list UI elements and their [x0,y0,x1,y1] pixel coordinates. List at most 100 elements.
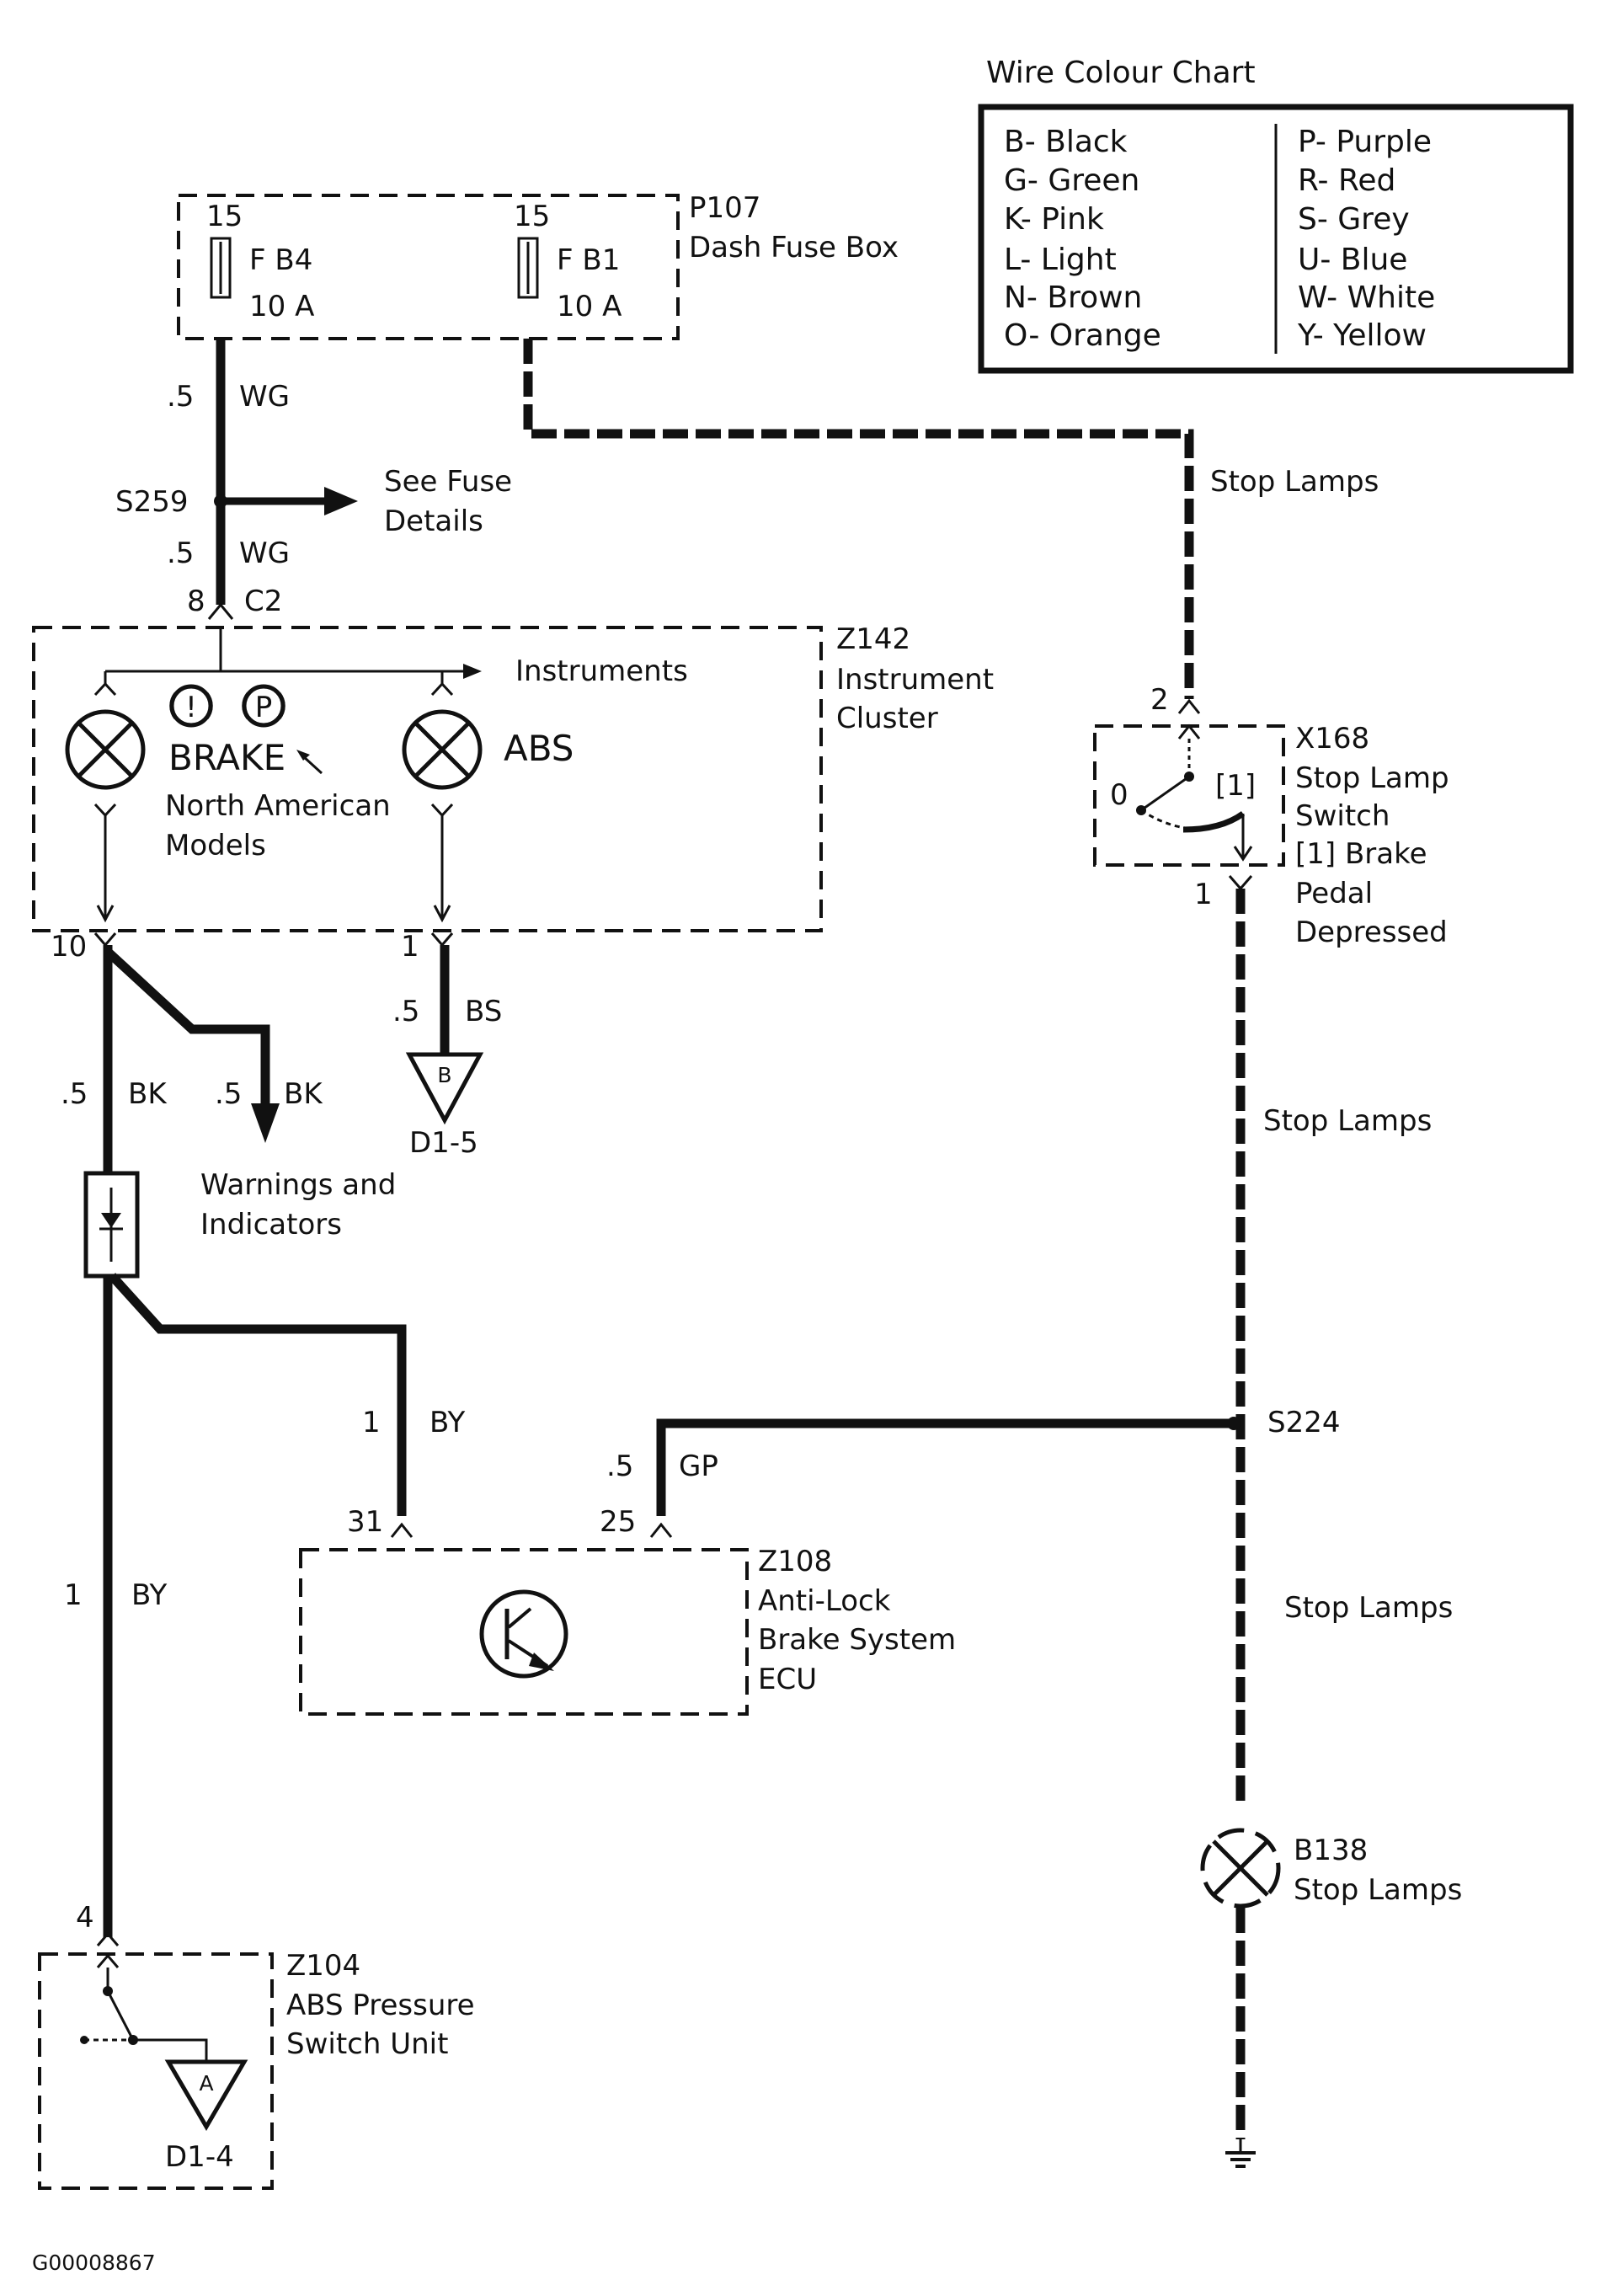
wire-colour: WG [239,380,290,414]
legend-entry: L- Light [1004,243,1117,277]
switch-contact-icon [106,1990,135,2041]
pin-label: 1 [401,930,419,964]
instrument-cluster: Z142 Instrument Cluster Instruments ! P [32,622,994,932]
ecu-outline [299,1548,749,1716]
cluster-name: Cluster [836,702,938,735]
instruments-label: Instruments [515,654,688,688]
legend-entry: O- Orange [1004,318,1161,353]
wire-colour: BK [128,1077,168,1111]
wire-size: .5 [167,380,194,414]
switch-contact-icon [1140,775,1190,812]
wire-colour: BY [131,1578,167,1612]
wire-colour: WG [239,537,290,570]
dash-fuse-box: 15 15 F B4 10 A F B1 10 A P107 Dash Fuse… [177,191,899,340]
legend-entry: G- Green [1004,163,1139,198]
stop-lamps-label: Stop Lamps [1263,1104,1432,1138]
legend-entry: P- Purple [1298,125,1432,159]
fuse-a-rating: 10 A [249,290,314,323]
warnings-label: Indicators [200,1208,342,1241]
fuse-box-id: P107 [689,191,760,225]
stop-lamp-switch: 0 [1] X168 Stop Lamp Switch [1] Brake Pe… [1093,722,1449,949]
bs-wire: 1 .5 BS B D1-5 [392,930,502,1160]
warnings-arrow-icon [251,1103,280,1143]
wire-colour-chart: Wire Colour Chart B- Black G- Green K- P… [978,56,1574,374]
see-fuse-label: Details [384,505,483,538]
ground-symbol-icon [1225,2139,1256,2168]
legend-title: Wire Colour Chart [986,56,1256,90]
switch-id: X168 [1295,722,1369,756]
fuse-a-terminal: 15 [206,200,243,233]
stop-lamps-output: Stop Lamps S224 .5 GP Stop Lamps B138 St… [606,889,1462,2168]
stop-lamps-label: Stop Lamps [1284,1591,1453,1625]
brake-warning-lamp-icon [65,709,146,790]
s224-label: S224 [1267,1406,1340,1439]
connector-pin-icon [207,602,234,620]
ground-a-icon [164,2059,248,2131]
ecu-name: Brake System [758,1623,956,1657]
bulb-id: B138 [1294,1834,1368,1867]
brake-lamp-label: BRAKE [168,737,285,778]
wire-size: .5 [167,537,194,570]
wire-colour: BS [465,995,502,1028]
pin-label: 2 [1150,683,1169,717]
pin-label: 31 [347,1505,383,1539]
ecu-id: Z108 [758,1545,832,1578]
switch-pos-1: [1] [1215,769,1256,803]
stop-lamp-bulb-icon [1200,1828,1281,1909]
legend-entry: Y- Yellow [1297,318,1427,353]
pressure-switch-id: Z104 [286,1949,360,1983]
switch-name: Switch [1295,799,1390,833]
legend-entry: B- Black [1004,125,1128,159]
abs-ecu: 31 25 Z108 Anti-Lock Brake System ECU [299,1505,956,1716]
wire-size: .5 [392,995,419,1028]
switch-note: Pedal [1295,877,1373,910]
instruments-arrow-icon [463,664,482,679]
connector-label: C2 [244,585,282,618]
stop-lamps-feed: Stop Lamps 2 [523,339,1379,717]
ecu-name: Anti-Lock [758,1584,891,1618]
legend-entry: U- Blue [1298,243,1407,277]
pin-label: 8 [187,585,205,618]
ground-b-label: D1-5 [409,1126,478,1160]
wire-colour: GP [679,1450,718,1483]
bulb-name: Stop Lamps [1294,1873,1462,1907]
brake-symbol-text: ! [185,691,197,724]
warnings-label: Warnings and [200,1168,396,1202]
pin-label: 4 [76,1901,94,1935]
legend-entry: N- Brown [1004,280,1142,315]
ecu-name: ECU [758,1663,817,1696]
see-fuse-label: See Fuse [384,465,512,499]
switch-note: [1] Brake [1295,837,1427,871]
north-american-note: Models [165,829,266,862]
abs-lamp-label: ABS [504,728,574,769]
wire-colour: BY [430,1406,465,1439]
pin-label: 10 [51,930,87,964]
wire-size: 1 [362,1406,381,1439]
by-wires: 1 BY 1 BY [64,1273,465,1937]
wire-size: .5 [606,1450,633,1483]
cluster-id: Z142 [836,622,910,656]
wg-supply-wire: .5 WG S259 See Fuse Details .5 WG 8 C2 [115,339,512,620]
cluster-name: Instrument [836,663,994,697]
transistor-icon [479,1589,568,1679]
fuse-b-rating: 10 A [557,290,622,323]
switch-note: Depressed [1295,916,1448,949]
parking-symbol-text: P [255,691,273,724]
switch-pos-0: 0 [1110,778,1128,812]
diode-icon [83,1171,140,1279]
abs-warning-lamp-icon [402,709,483,790]
abs-pressure-switch: 4 A D1-4 Z104 ABS Pressure Switch Unit [38,1901,475,2190]
wire-size: .5 [61,1077,88,1111]
fuse-box-outline [177,194,680,340]
ground-a-label: D1-4 [165,2140,234,2174]
north-american-note: North American [165,789,391,823]
legend-frame [978,104,1574,374]
fuse-b-terminal: 15 [514,200,550,233]
legend-entry: K- Pink [1004,202,1104,237]
wire-size: 1 [64,1578,83,1612]
fuse-a-name: F B4 [249,243,312,277]
pin-label: 1 [1194,878,1213,911]
ground-b-letter: B [437,1063,451,1087]
parking-brake-symbol-icon: P [242,684,285,728]
